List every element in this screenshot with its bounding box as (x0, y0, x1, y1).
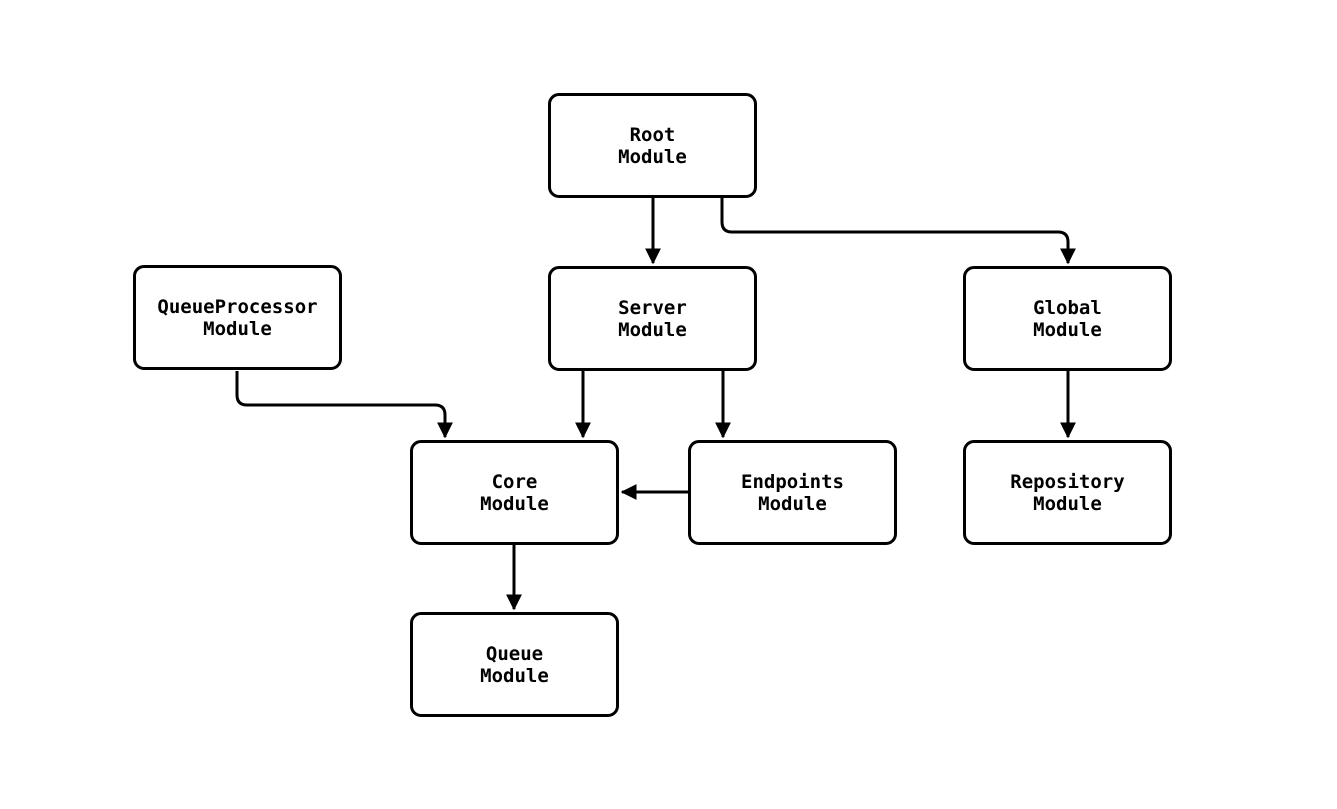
node-server-module: Server Module (548, 266, 757, 371)
node-label-line: Module (758, 492, 827, 515)
node-label-line: Module (1033, 318, 1102, 341)
node-label-line: QueueProcessor (157, 295, 318, 318)
edge-queueprocessor-to-core (235, 371, 453, 439)
node-queueprocessor-module: QueueProcessor Module (133, 265, 342, 370)
node-endpoints-module: Endpoints Module (688, 440, 897, 545)
node-label-line: Endpoints (741, 470, 844, 493)
node-queue-module: Queue Module (410, 612, 619, 717)
node-core-module: Core Module (410, 440, 619, 545)
node-label-line: Module (618, 145, 687, 168)
node-label-line: Module (203, 317, 272, 340)
node-label-line: Module (480, 492, 549, 515)
node-label-line: Server (618, 296, 687, 319)
node-label-line: Module (480, 664, 549, 687)
node-label-line: Global (1033, 296, 1102, 319)
node-repository-module: Repository Module (963, 440, 1172, 545)
edge-root-to-global (720, 198, 1076, 265)
node-label-line: Repository (1010, 470, 1125, 493)
node-root-module: Root Module (548, 93, 757, 198)
node-label-line: Module (618, 318, 687, 341)
node-label-line: Module (1033, 492, 1102, 515)
node-label-line: Queue (485, 642, 544, 665)
node-label-line: Core (491, 470, 538, 493)
node-label-line: Root (629, 123, 676, 146)
node-global-module: Global Module (963, 266, 1172, 371)
